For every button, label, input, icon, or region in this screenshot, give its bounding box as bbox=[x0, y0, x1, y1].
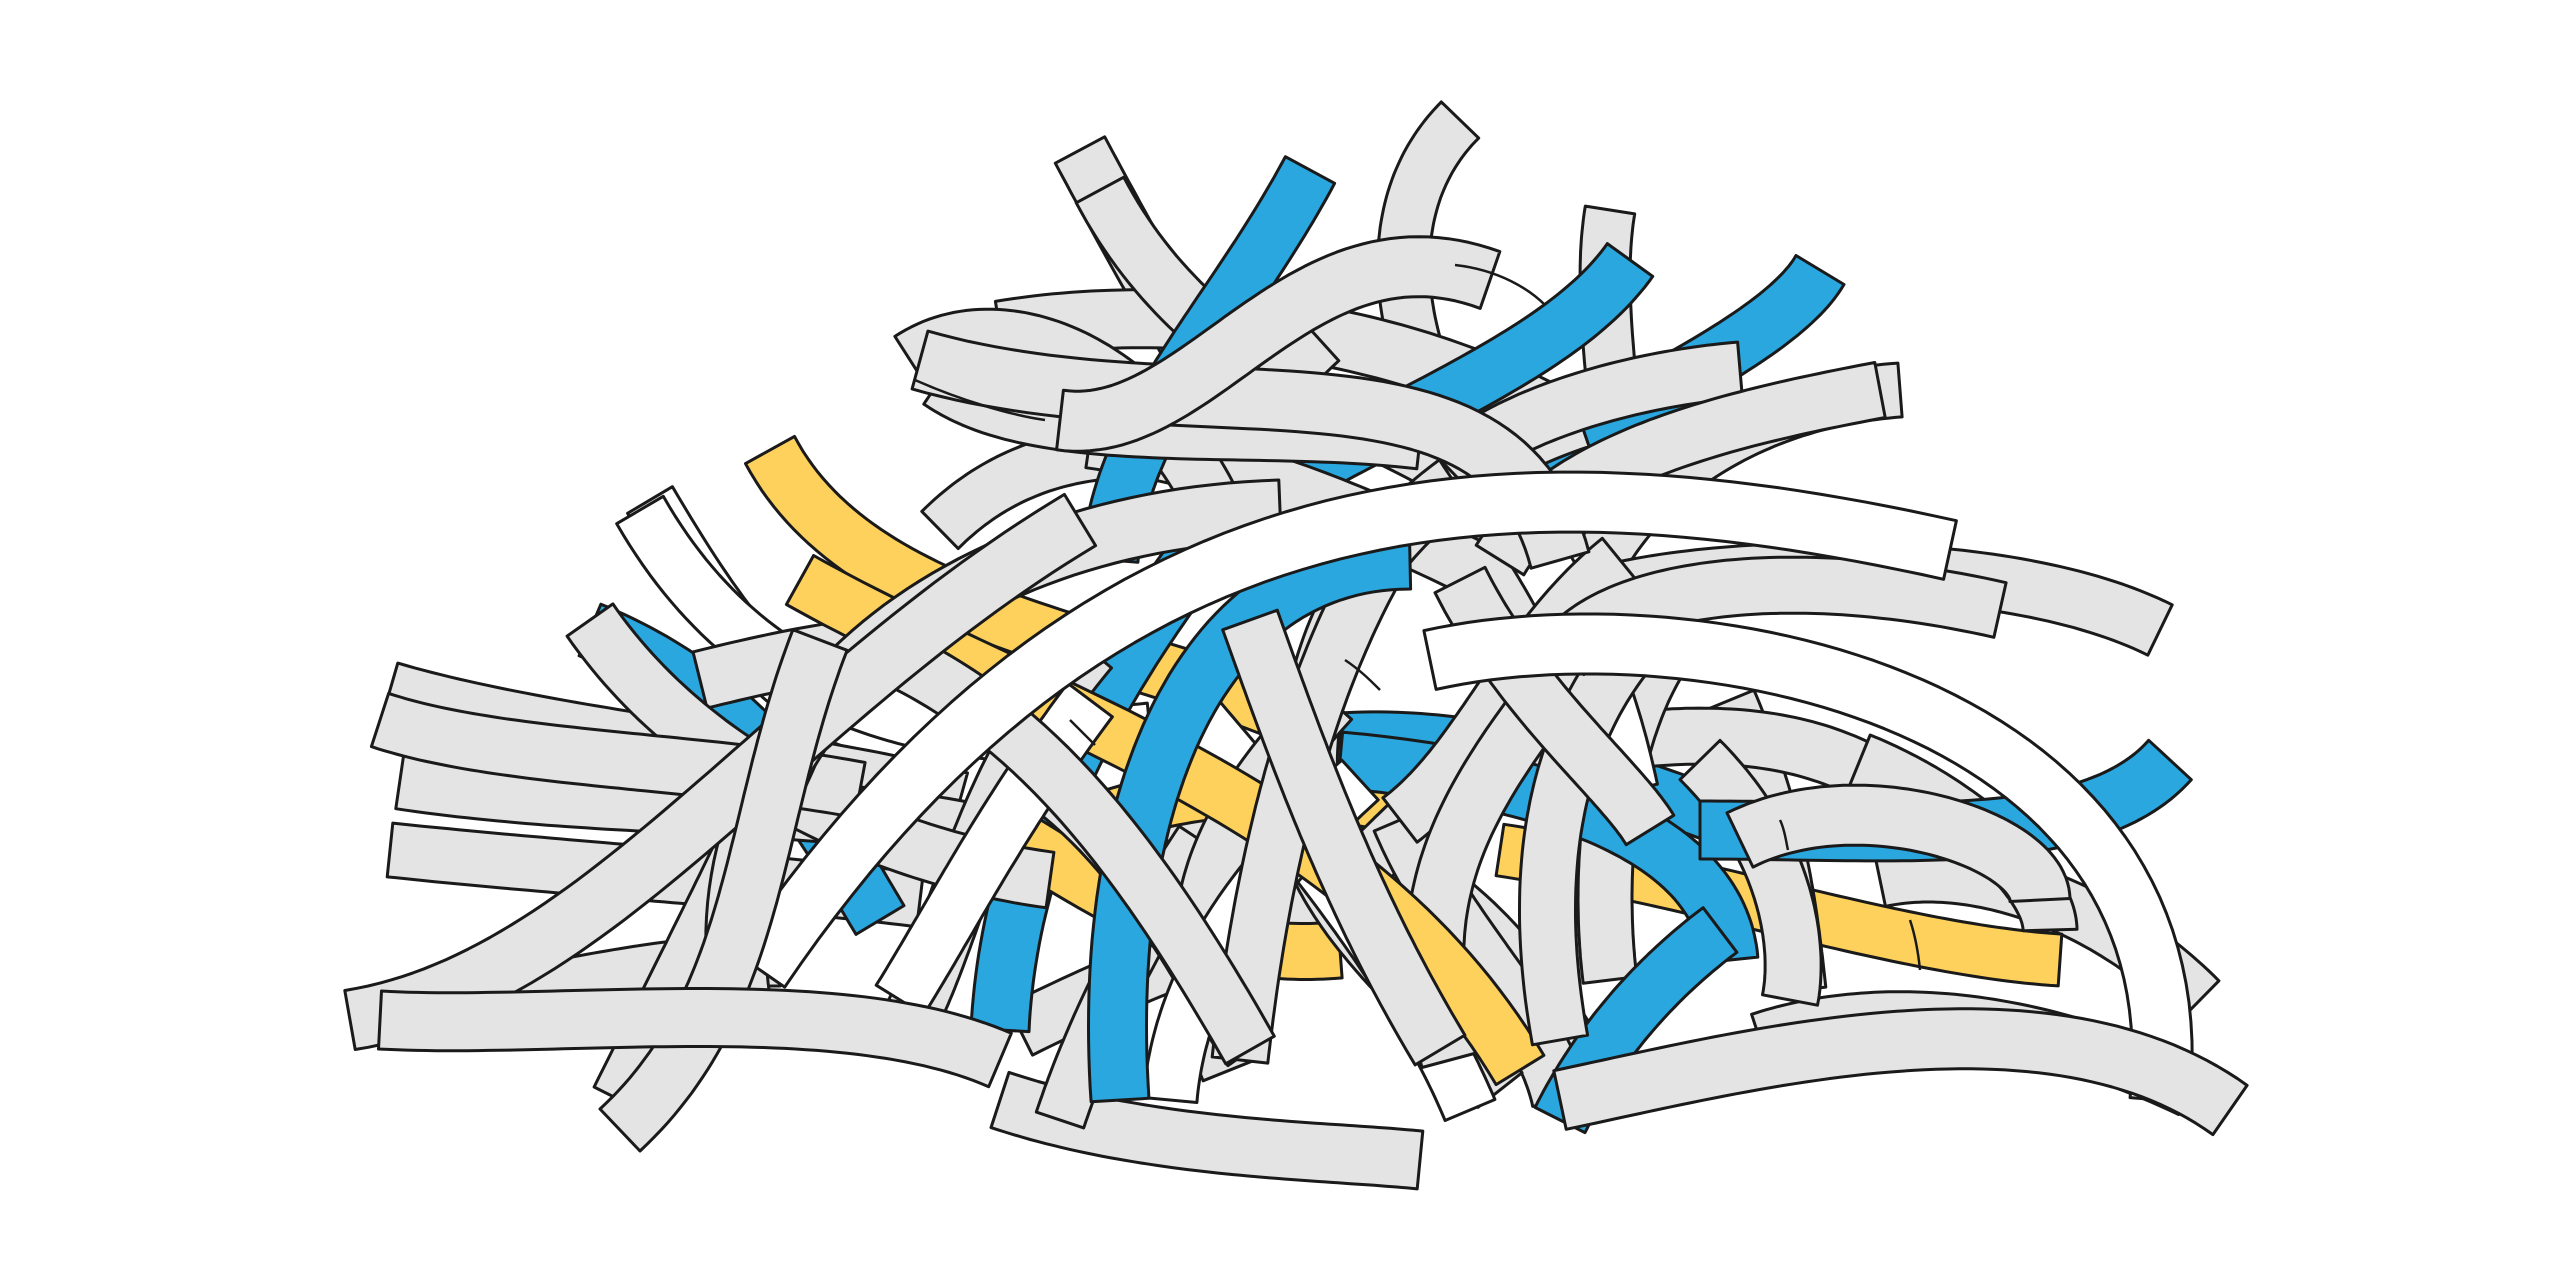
grey-paper-strip bbox=[1518, 576, 1700, 1047]
grey-paper-strip bbox=[1725, 783, 2072, 903]
grey-paper-strip bbox=[343, 492, 1098, 1051]
crease-line bbox=[914, 378, 1046, 422]
grey-paper-strip bbox=[1221, 608, 1467, 1067]
crease-line bbox=[1344, 658, 1381, 691]
grey-paper-strip bbox=[1055, 235, 1502, 453]
grey-paper-strip bbox=[377, 987, 1013, 1089]
crease-line bbox=[1908, 919, 1922, 971]
grey-paper-strip bbox=[1552, 1007, 2249, 1137]
crease-line bbox=[1454, 263, 1546, 306]
grey-paper-strip bbox=[1474, 361, 1887, 577]
crease-line bbox=[1069, 719, 1096, 746]
crease-line bbox=[1778, 819, 1790, 851]
white-paper-strip bbox=[733, 470, 1958, 989]
